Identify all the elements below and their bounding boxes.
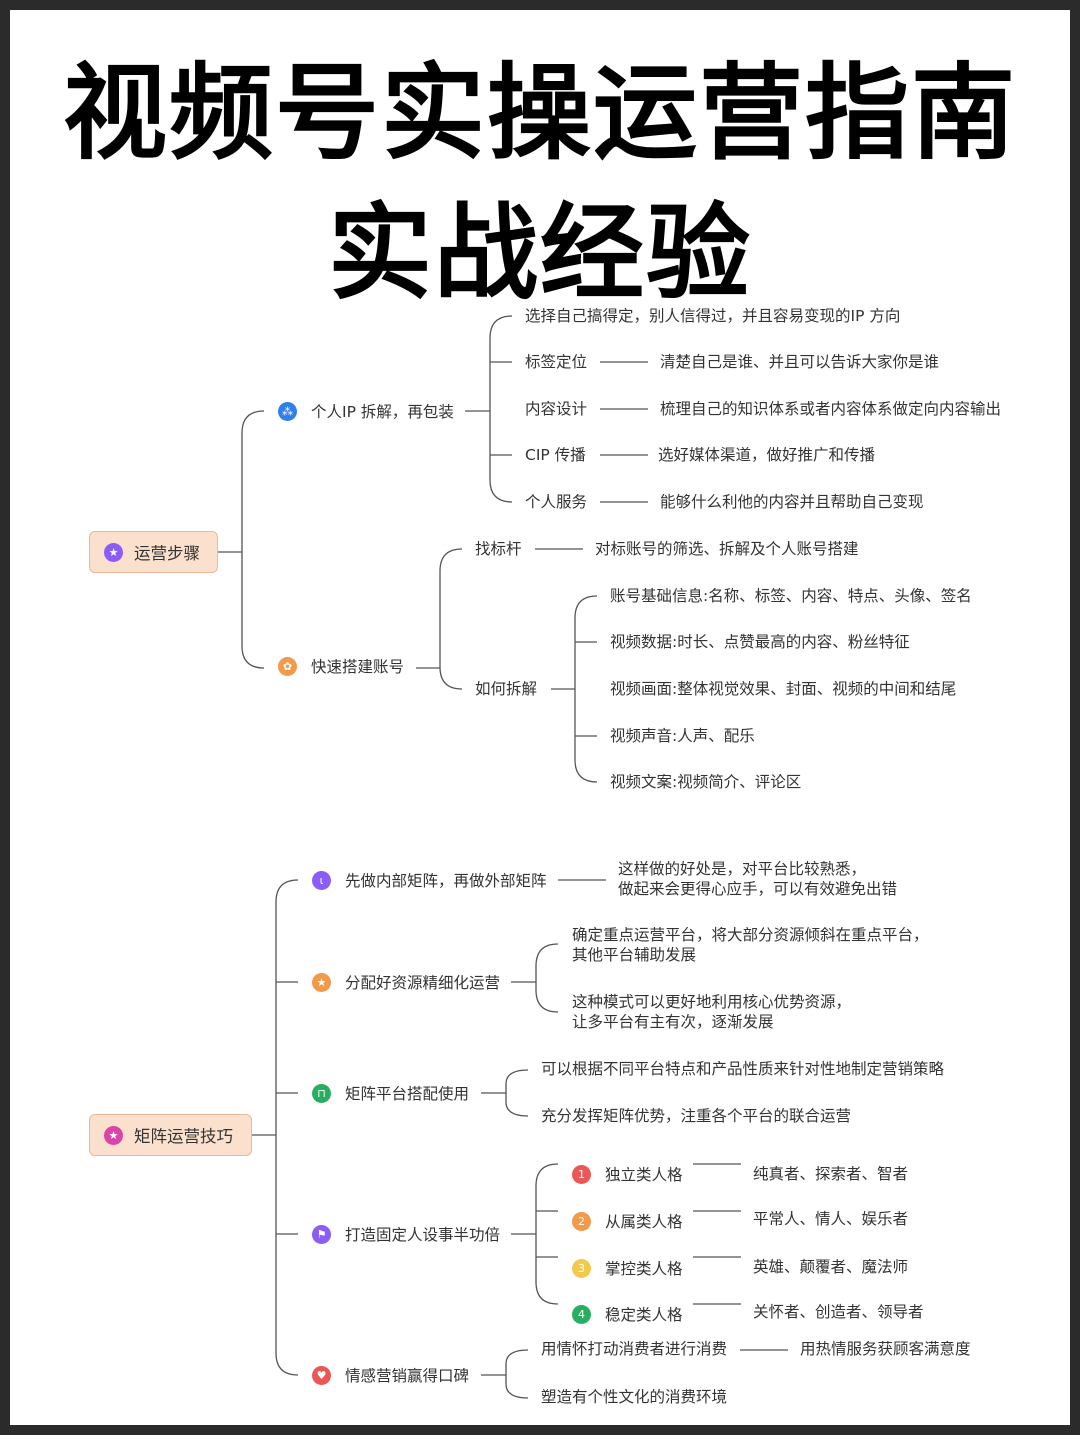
root-node-operation-steps[interactable]: ★ 运营步骤 — [89, 531, 218, 573]
leaf-desc: 确定重点运营平台，将大部分资源倾斜在重点平台， — [572, 926, 929, 944]
connector-lines — [218, 315, 788, 1399]
persona-desc: 平常人、情人、娱乐者 — [753, 1210, 909, 1228]
branch-emotional-marketing[interactable]: ♥ 情感营销赢得口碑 — [312, 1364, 469, 1386]
leaf-desc: 充分发挥矩阵优势，注重各个平台的联合运营 — [541, 1107, 852, 1125]
persona-desc: 英雄、颠覆者、魔法师 — [753, 1258, 909, 1276]
breakdown-item: 视频文案:视频简介、评论区 — [610, 773, 802, 791]
leaf-desc-benchmark: 对标账号的筛选、拆解及个人账号搭建 — [595, 540, 859, 558]
branch-resource-allocation[interactable]: ★ 分配好资源精细化运营 — [312, 971, 500, 993]
star-icon: ★ — [104, 1125, 123, 1145]
leaf-desc: 用热情服务获顾客满意度 — [800, 1340, 971, 1358]
leaf-label-cip: CIP 传播 — [525, 446, 586, 464]
people-icon: ⁂ — [278, 401, 297, 421]
persona-item[interactable]: 1 独立类人格 — [572, 1163, 683, 1185]
leaf-desc-cip: 选好媒体渠道，做好推广和传播 — [658, 446, 876, 464]
leaf-desc: 其他平台辅助发展 — [572, 946, 697, 964]
leaf-desc-service: 能够什么利他的内容并且帮助自己变现 — [660, 493, 924, 511]
leaf-desc-content: 梳理自己的知识体系或者内容体系做定向内容输出 — [660, 400, 1002, 418]
persona-item[interactable]: 2 从属类人格 — [572, 1210, 683, 1232]
persona-desc: 纯真者、探索者、智者 — [753, 1165, 909, 1183]
breakdown-item: 视频数据:时长、点赞最高的内容、粉丝特征 — [610, 633, 910, 651]
branch-fixed-persona[interactable]: ⚑ 打造固定人设事半功倍 — [312, 1223, 500, 1245]
leaf-desc: 让多平台有主有次，逐渐发展 — [572, 1013, 774, 1031]
persona-item[interactable]: 3 掌控类人格 — [572, 1257, 683, 1279]
branch-matrix-platforms[interactable]: ⊓ 矩阵平台搭配使用 — [312, 1082, 469, 1104]
leaf-label-service: 个人服务 — [525, 493, 588, 511]
leaf-desc: 可以根据不同平台特点和产品性质来针对性地制定营销策略 — [541, 1060, 945, 1078]
mindmap-page: 视频号实操运营指南 实战经验 — [10, 10, 1070, 1425]
star-icon: ★ — [104, 542, 123, 562]
leaf-label-benchmark: 找标杆 — [475, 540, 522, 558]
root-node-matrix-tips[interactable]: ★ 矩阵运营技巧 — [89, 1114, 252, 1156]
number-1-icon: 1 — [572, 1164, 591, 1184]
leaf-label: 塑造有个性文化的消费环境 — [541, 1388, 728, 1406]
persona-item[interactable]: 4 稳定类人格 — [572, 1303, 683, 1325]
heart-icon: ♥ — [312, 1365, 331, 1385]
leaf-desc-tag: 清楚自己是谁、并且可以告诉大家你是谁 — [660, 353, 940, 371]
leaf-label-breakdown: 如何拆解 — [475, 680, 538, 698]
lock-icon: ⊓ — [312, 1083, 331, 1103]
leaf-desc: 这种模式可以更好地利用核心优势资源， — [572, 993, 852, 1011]
branch-personal-ip[interactable]: ⁂ 个人IP 拆解，再包装 — [278, 400, 454, 422]
persona-desc: 关怀者、创造者、领导者 — [753, 1303, 924, 1321]
leaf-label: 用情怀打动消费者进行消费 — [541, 1340, 728, 1358]
gear-icon: ✿ — [278, 656, 297, 676]
number-3-icon: 3 — [572, 1258, 591, 1278]
thermometer-icon: ɩ — [312, 870, 331, 890]
leaf-label-tag: 标签定位 — [525, 353, 588, 371]
leaf-label-content: 内容设计 — [525, 400, 588, 418]
breakdown-item: 视频画面:整体视觉效果、封面、视频的中间和结尾 — [610, 680, 957, 698]
branch-internal-matrix[interactable]: ɩ 先做内部矩阵，再做外部矩阵 — [312, 869, 547, 891]
breakdown-item: 账号基础信息:名称、标签、内容、特点、头像、签名 — [610, 587, 972, 605]
number-2-icon: 2 — [572, 1211, 591, 1231]
breakdown-item: 视频声音:人声、配乐 — [610, 727, 755, 745]
leaf-desc: 做起来会更得心应手，可以有效避免出错 — [618, 880, 898, 898]
page-title: 视频号实操运营指南 — [62, 52, 1017, 174]
ip-intro-text: 选择自己搞得定，别人信得过，并且容易变现的IP 方向 — [525, 307, 901, 325]
number-4-icon: 4 — [572, 1304, 591, 1324]
page-subtitle: 实战经验 — [327, 192, 752, 314]
branch-build-account[interactable]: ✿ 快速搭建账号 — [278, 655, 404, 677]
flag-icon: ⚑ — [312, 1224, 331, 1244]
star-icon: ★ — [312, 972, 331, 992]
leaf-desc: 这样做的好处是，对平台比较熟悉， — [618, 860, 867, 878]
